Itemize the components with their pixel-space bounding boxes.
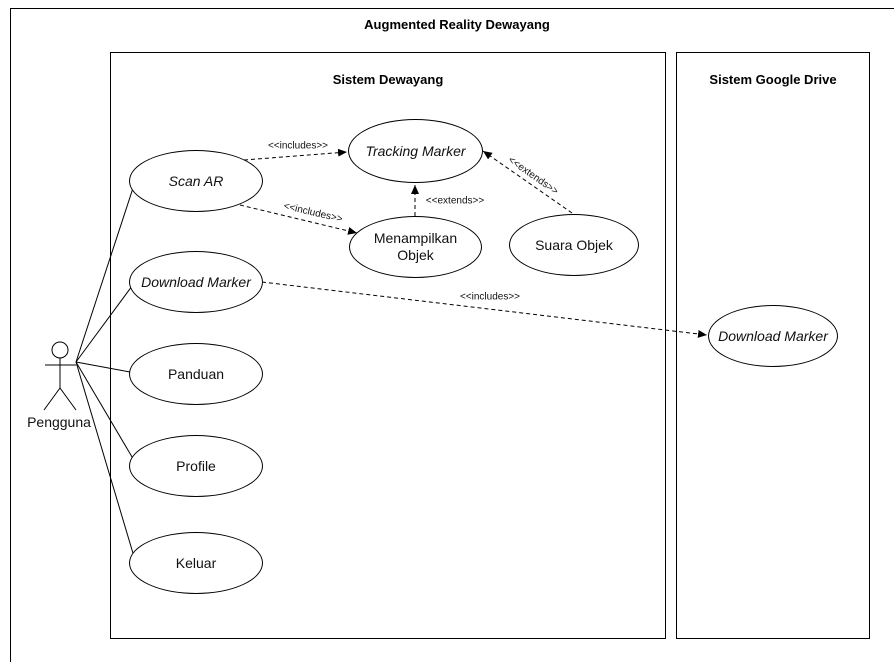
system-google-drive-title: Sistem Google Drive [709, 72, 837, 87]
use-case-menampilkan-objek-label-line2: Objek [397, 247, 434, 263]
relation-scan-tracking [243, 148, 348, 161]
use-case-profile-label: Profile [176, 457, 216, 474]
actor-label: Pengguna [27, 414, 91, 430]
system-google-drive-boundary [676, 52, 870, 639]
association-keluar [75, 361, 136, 561]
use-case-panduan[interactable]: Panduan [129, 343, 263, 405]
relation-label-scan-tracking: <<includes>> [267, 140, 329, 152]
use-case-menampilkan-objek-label-line1: Menampilkan [373, 230, 458, 246]
use-case-menampilkan-objek[interactable]: Menampilkan Objek [349, 216, 482, 278]
association-download-marker [75, 281, 136, 363]
actor-figure [43, 341, 77, 411]
use-case-tracking-marker-label: Tracking Marker [365, 142, 466, 159]
use-case-profile[interactable]: Profile [129, 435, 263, 497]
relation-scan-menampilkan [239, 204, 358, 235]
use-case-scan-ar-label: Scan AR [168, 172, 224, 189]
use-case-keluar[interactable]: Keluar [129, 532, 263, 594]
system-dewayang-title: Sistem Dewayang [332, 72, 444, 87]
use-case-download-marker[interactable]: Download Marker [129, 251, 263, 313]
association-scan-ar [75, 181, 136, 363]
relation-label-download-gdrive: <<includes>> [459, 291, 521, 303]
relation-download-gdrive [261, 281, 708, 338]
association-profile [75, 361, 136, 463]
use-case-scan-ar[interactable]: Scan AR [129, 150, 263, 212]
use-case-suara-objek-label: Suara Objek [535, 236, 613, 253]
system-dewayang-boundary [110, 52, 666, 639]
use-case-gdrive-download-marker[interactable]: Download Marker [708, 305, 838, 367]
use-case-keluar-label: Keluar [175, 554, 217, 571]
use-case-suara-objek[interactable]: Suara Objek [509, 214, 639, 276]
association-panduan [75, 361, 131, 373]
use-case-tracking-marker[interactable]: Tracking Marker [348, 119, 483, 183]
relation-label-menampilkan-tracking: <<extends>> [425, 195, 485, 207]
diagram-title: Augmented Reality Dewayang [364, 17, 550, 32]
use-case-download-marker-label: Download Marker [141, 273, 251, 290]
outer-boundary [10, 8, 894, 662]
use-case-gdrive-download-marker-label: Download Marker [718, 327, 828, 344]
use-case-panduan-label: Panduan [167, 365, 225, 382]
